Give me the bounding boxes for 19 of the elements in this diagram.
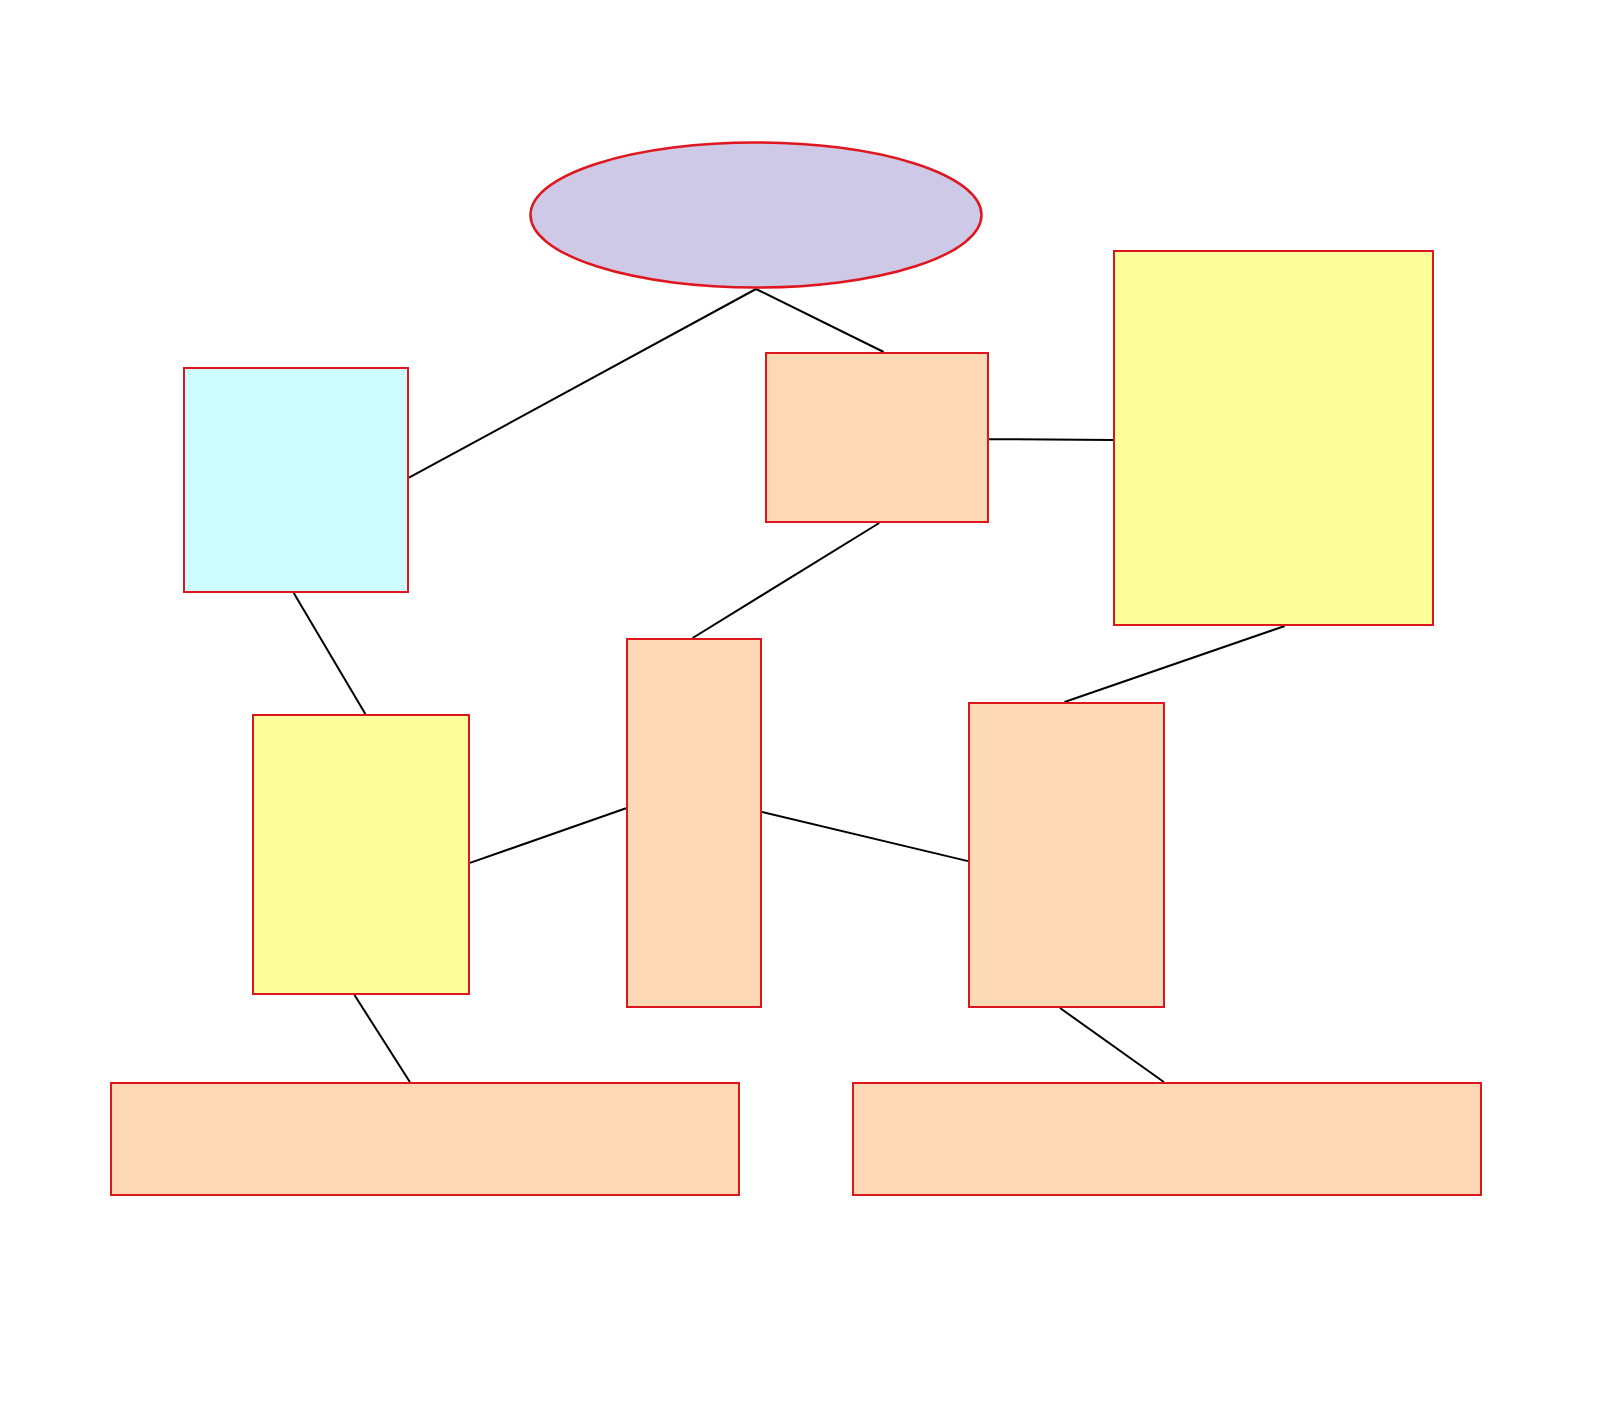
oval-node: [529, 141, 983, 289]
rectangle-node: [183, 367, 409, 593]
rectangle-node: [765, 352, 989, 523]
connector-line: [292, 592, 367, 715]
rectangle-node: [626, 638, 762, 1008]
rectangle-node: [968, 702, 1165, 1008]
connector-line: [761, 810, 969, 863]
connector-line: [1059, 1007, 1165, 1083]
connector-line: [469, 807, 627, 864]
connector-line: [988, 438, 1114, 441]
rectangle-node: [1113, 250, 1434, 626]
connector-line: [755, 288, 885, 353]
connector-line: [691, 522, 881, 639]
rectangle-node: [852, 1082, 1482, 1196]
connector-line: [408, 288, 757, 479]
rectangle-node: [110, 1082, 740, 1196]
connector-line: [353, 994, 411, 1083]
rectangle-node: [252, 714, 470, 995]
connector-line: [1063, 625, 1286, 703]
